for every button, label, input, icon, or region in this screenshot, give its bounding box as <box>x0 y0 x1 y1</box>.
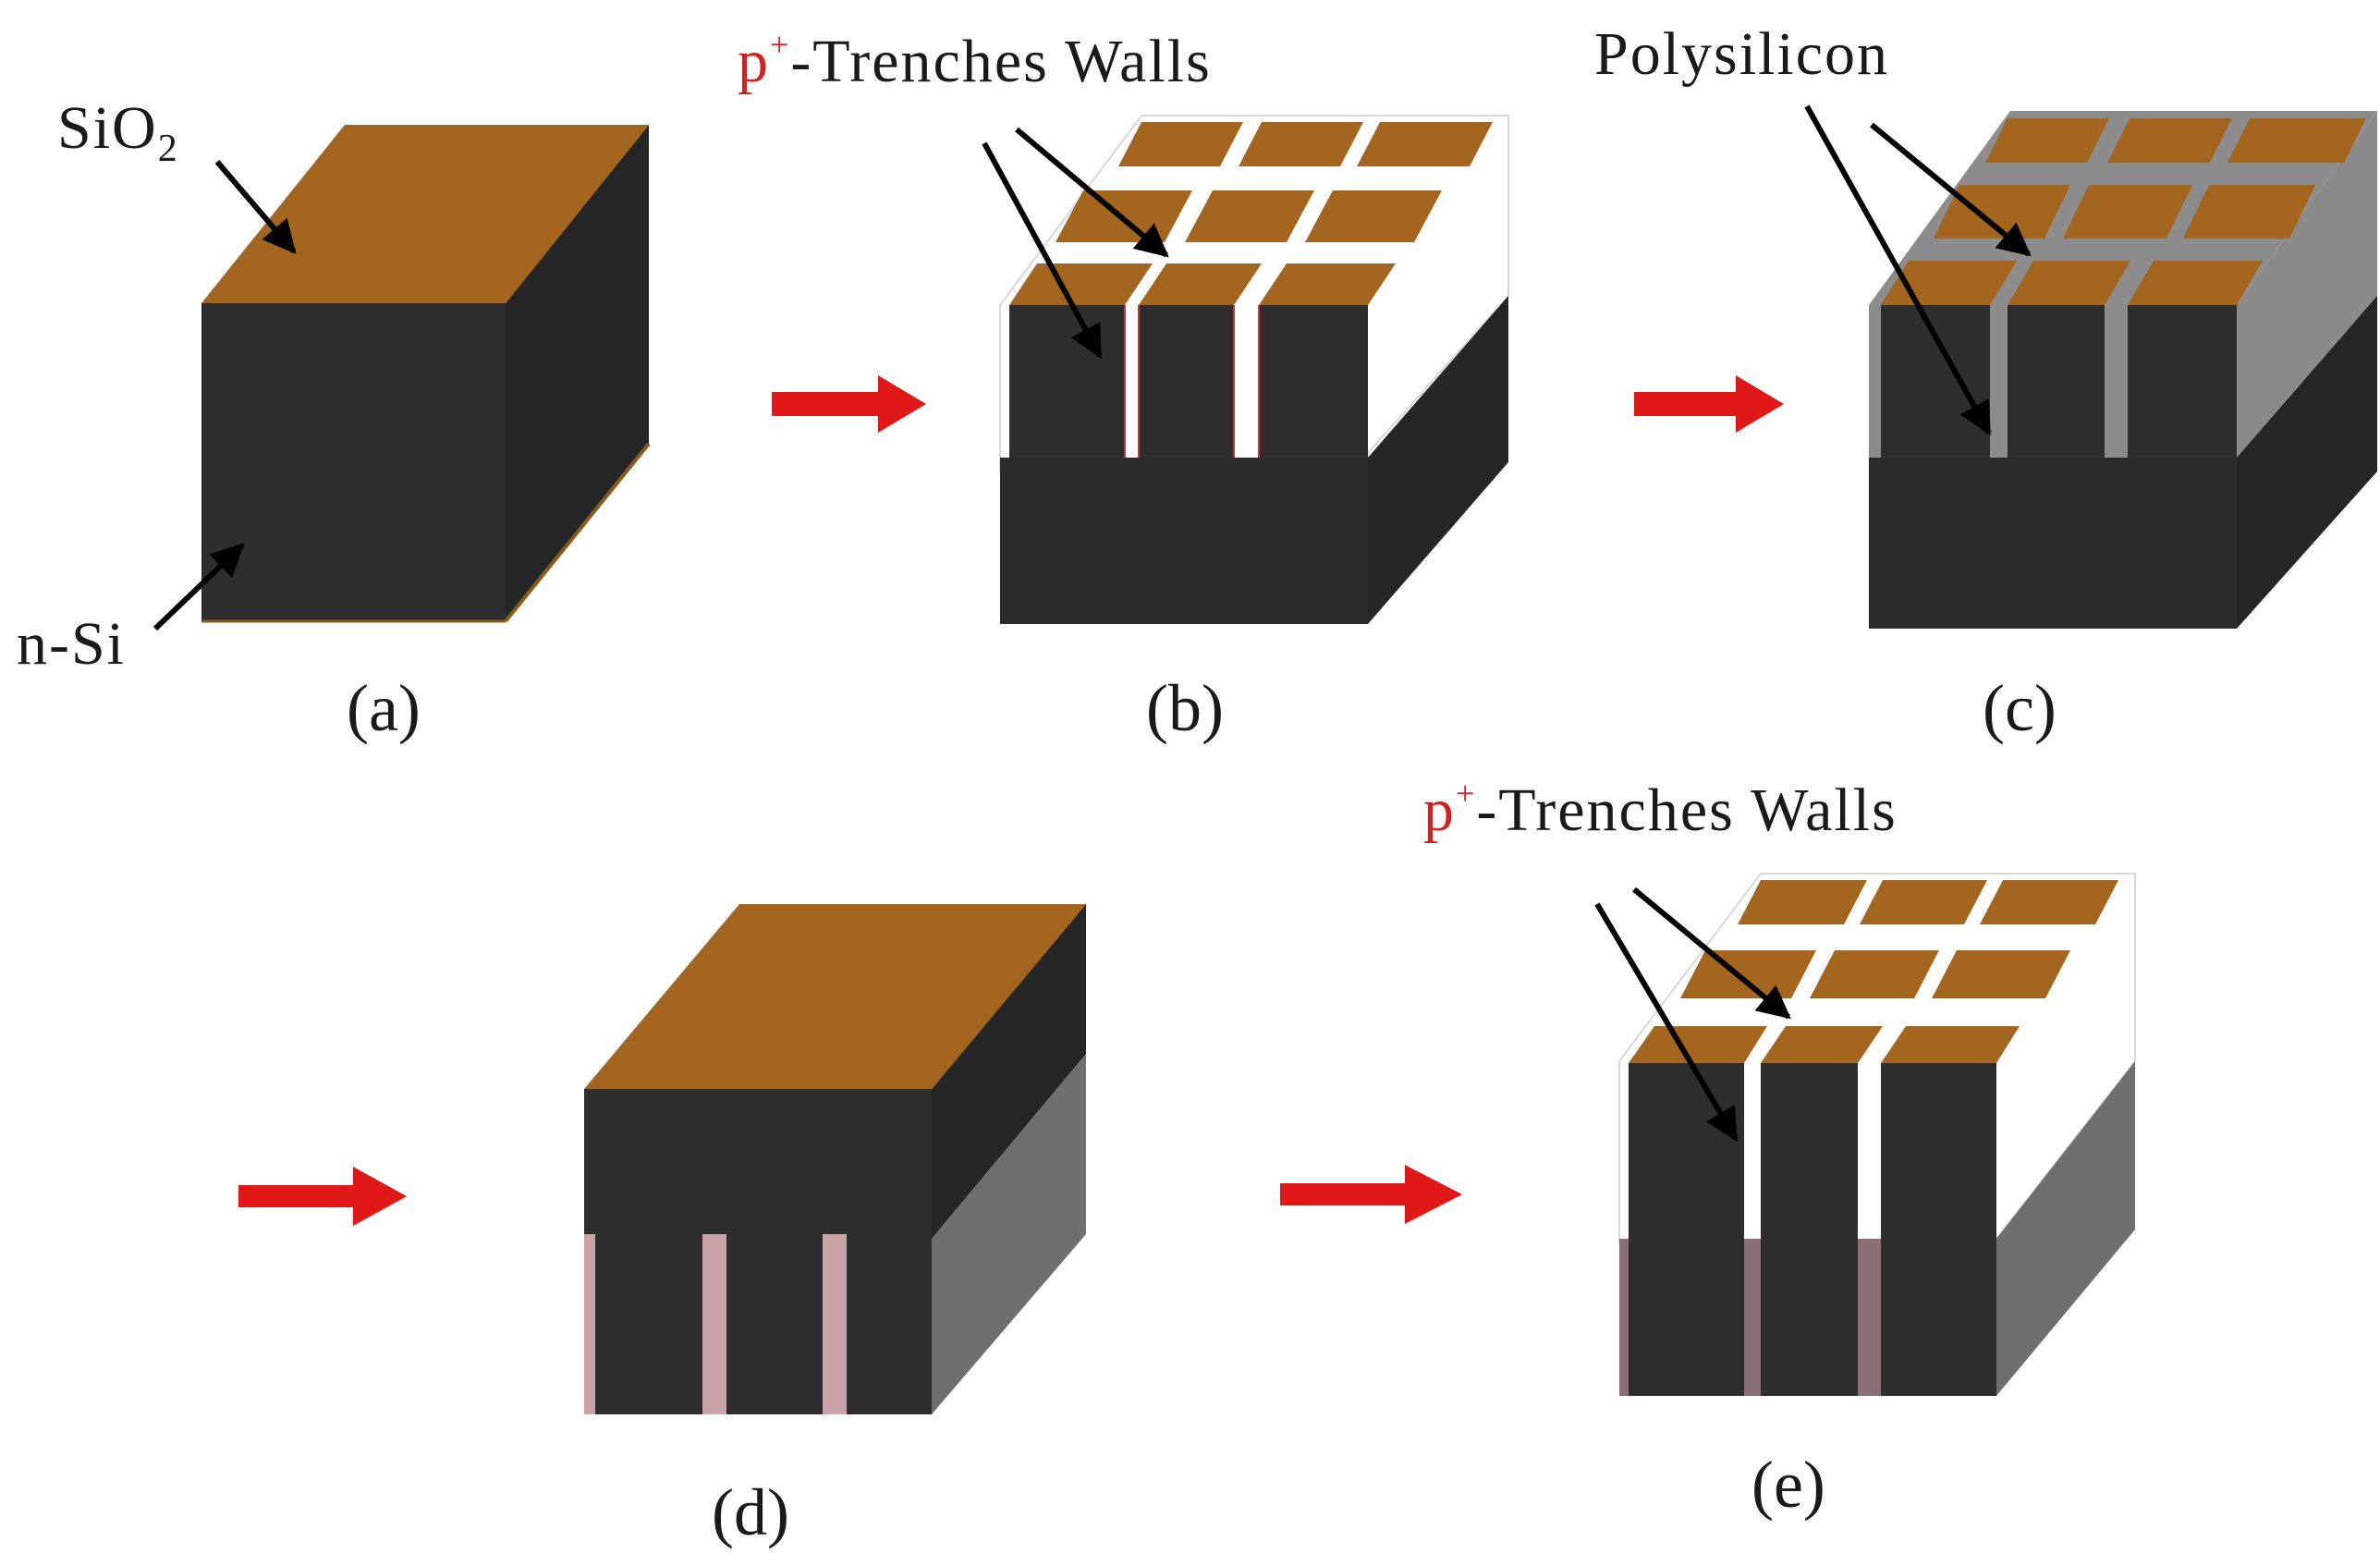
nsi-pointer <box>153 543 245 631</box>
panel-e-oxide-tile <box>1980 880 2118 924</box>
panel-d-trench-1 <box>584 1234 595 1414</box>
panel-c-oxide-tile <box>2107 118 2232 163</box>
process-arrow-4 <box>1280 1165 1462 1224</box>
panel-e-pillar-3 <box>1881 1063 1996 1396</box>
panel-d-top-oxide <box>584 904 1086 1089</box>
caption-d: (d) <box>712 1475 789 1549</box>
panel-c-base-front <box>1869 458 2237 629</box>
panel-e-p-region <box>1619 1239 1629 1396</box>
panel-c-pillar-3 <box>2128 305 2237 458</box>
panel-d-side-lower <box>932 1054 1086 1414</box>
caption-c: (c) <box>1983 671 2057 745</box>
panel-d-trench-3 <box>823 1234 847 1414</box>
panel-c-oxide-tile <box>1934 185 2070 239</box>
nsi-label: n-Si <box>17 610 126 678</box>
panel-c-oxide-tile <box>2128 261 2263 305</box>
panel-c-base-side <box>2237 296 2377 629</box>
caption-b: (b) <box>1146 671 1224 745</box>
panel-e-oxide-tile <box>1860 880 1987 924</box>
panel-e-side-lower <box>1996 1061 2135 1396</box>
panel-a-top-oxide <box>201 125 649 303</box>
panel-c-oxide-tile <box>2183 185 2315 239</box>
panel-c: Polysilicon (c) <box>1594 20 2377 745</box>
panel-d-trench-2 <box>702 1234 726 1414</box>
panel-b-oxide-tile <box>1118 122 1243 166</box>
trench-pointer-e-1 <box>1594 902 1739 1143</box>
panel-b-pillar-2 <box>1139 305 1234 458</box>
panel-e-oxide-tile <box>1881 1026 2020 1063</box>
process-arrow-1 <box>772 375 926 433</box>
panel-e-pillar-1 <box>1629 1063 1744 1396</box>
panel-c-oxide-tile <box>2063 185 2192 239</box>
panel-b-oxide-tile <box>1239 122 1363 166</box>
process-arrow-2 <box>1634 375 1784 433</box>
caption-e: (e) <box>1751 1448 1825 1522</box>
polysilicon-label: Polysilicon <box>1594 20 1889 88</box>
panel-c-oxide-tile <box>2227 118 2366 163</box>
panel-e-pillar-2 <box>1761 1063 1858 1396</box>
sio2-pointer <box>214 160 297 254</box>
panel-d-side-upper <box>932 904 1086 1239</box>
panel-e-oxide-tile <box>1761 1026 1883 1063</box>
panel-c-oxide-tile <box>1985 118 2109 163</box>
panel-c-pillar-2 <box>2008 305 2105 458</box>
panel-a: SiO2 n-Si (a) <box>17 94 651 745</box>
panel-c-oxide-tile <box>2008 261 2130 305</box>
panel-b: p+-Trenches Walls (b) <box>738 26 1509 745</box>
panel-e-p-region <box>1744 1239 1761 1396</box>
caption-a: (a) <box>347 671 421 745</box>
poly-pointer-1 <box>1804 104 1992 436</box>
panel-a-side <box>506 125 649 621</box>
panel-c-oxide-tile <box>1881 261 2017 305</box>
panel-d-front <box>584 1089 932 1414</box>
panel-e-oxide-tile <box>1629 1026 1767 1063</box>
poly-pointer-2 <box>1870 122 2032 257</box>
panel-b-oxide-tile <box>1305 190 1442 242</box>
trench-pointer-b-2 <box>1015 127 1169 258</box>
sio2-label: SiO2 <box>57 94 179 170</box>
panel-b-pillar-3 <box>1259 305 1368 458</box>
panel-e-oxide-tile <box>1738 880 1867 924</box>
panel-b-oxide-tile <box>1357 122 1493 166</box>
panel-b-oxide-tile <box>1139 263 1262 305</box>
panel-e-p-region <box>1858 1239 1881 1396</box>
panel-d: (d) <box>584 904 1086 1549</box>
process-arrow-3 <box>238 1167 407 1226</box>
panel-e-oxide-tile <box>1932 950 2070 998</box>
panel-a-front <box>201 303 506 621</box>
trench-pointer-b-1 <box>982 141 1103 360</box>
panel-c-poly-side <box>2237 111 2377 458</box>
panel-b-oxide-tile <box>1185 190 1314 242</box>
panel-c-pillar-1 <box>1881 305 1990 458</box>
panel-b-base-side <box>1368 296 1508 624</box>
panel-e: p+-Trenches Walls (e) <box>1423 775 2136 1522</box>
panel-e-oxide-tile <box>1810 950 1939 998</box>
panel-b-pillar-1 <box>1009 305 1125 458</box>
p-plus-trenches-label-b: p+-Trenches Walls <box>738 26 1212 95</box>
panel-b-oxide-tile <box>1009 263 1153 305</box>
panel-b-base-front <box>1000 458 1368 624</box>
trench-pointer-e-2 <box>1632 887 1791 1020</box>
p-plus-trenches-label-e: p+-Trenches Walls <box>1423 775 1898 844</box>
panel-b-oxide-tile <box>1259 263 1396 305</box>
panel-a-side-edge <box>504 442 651 623</box>
